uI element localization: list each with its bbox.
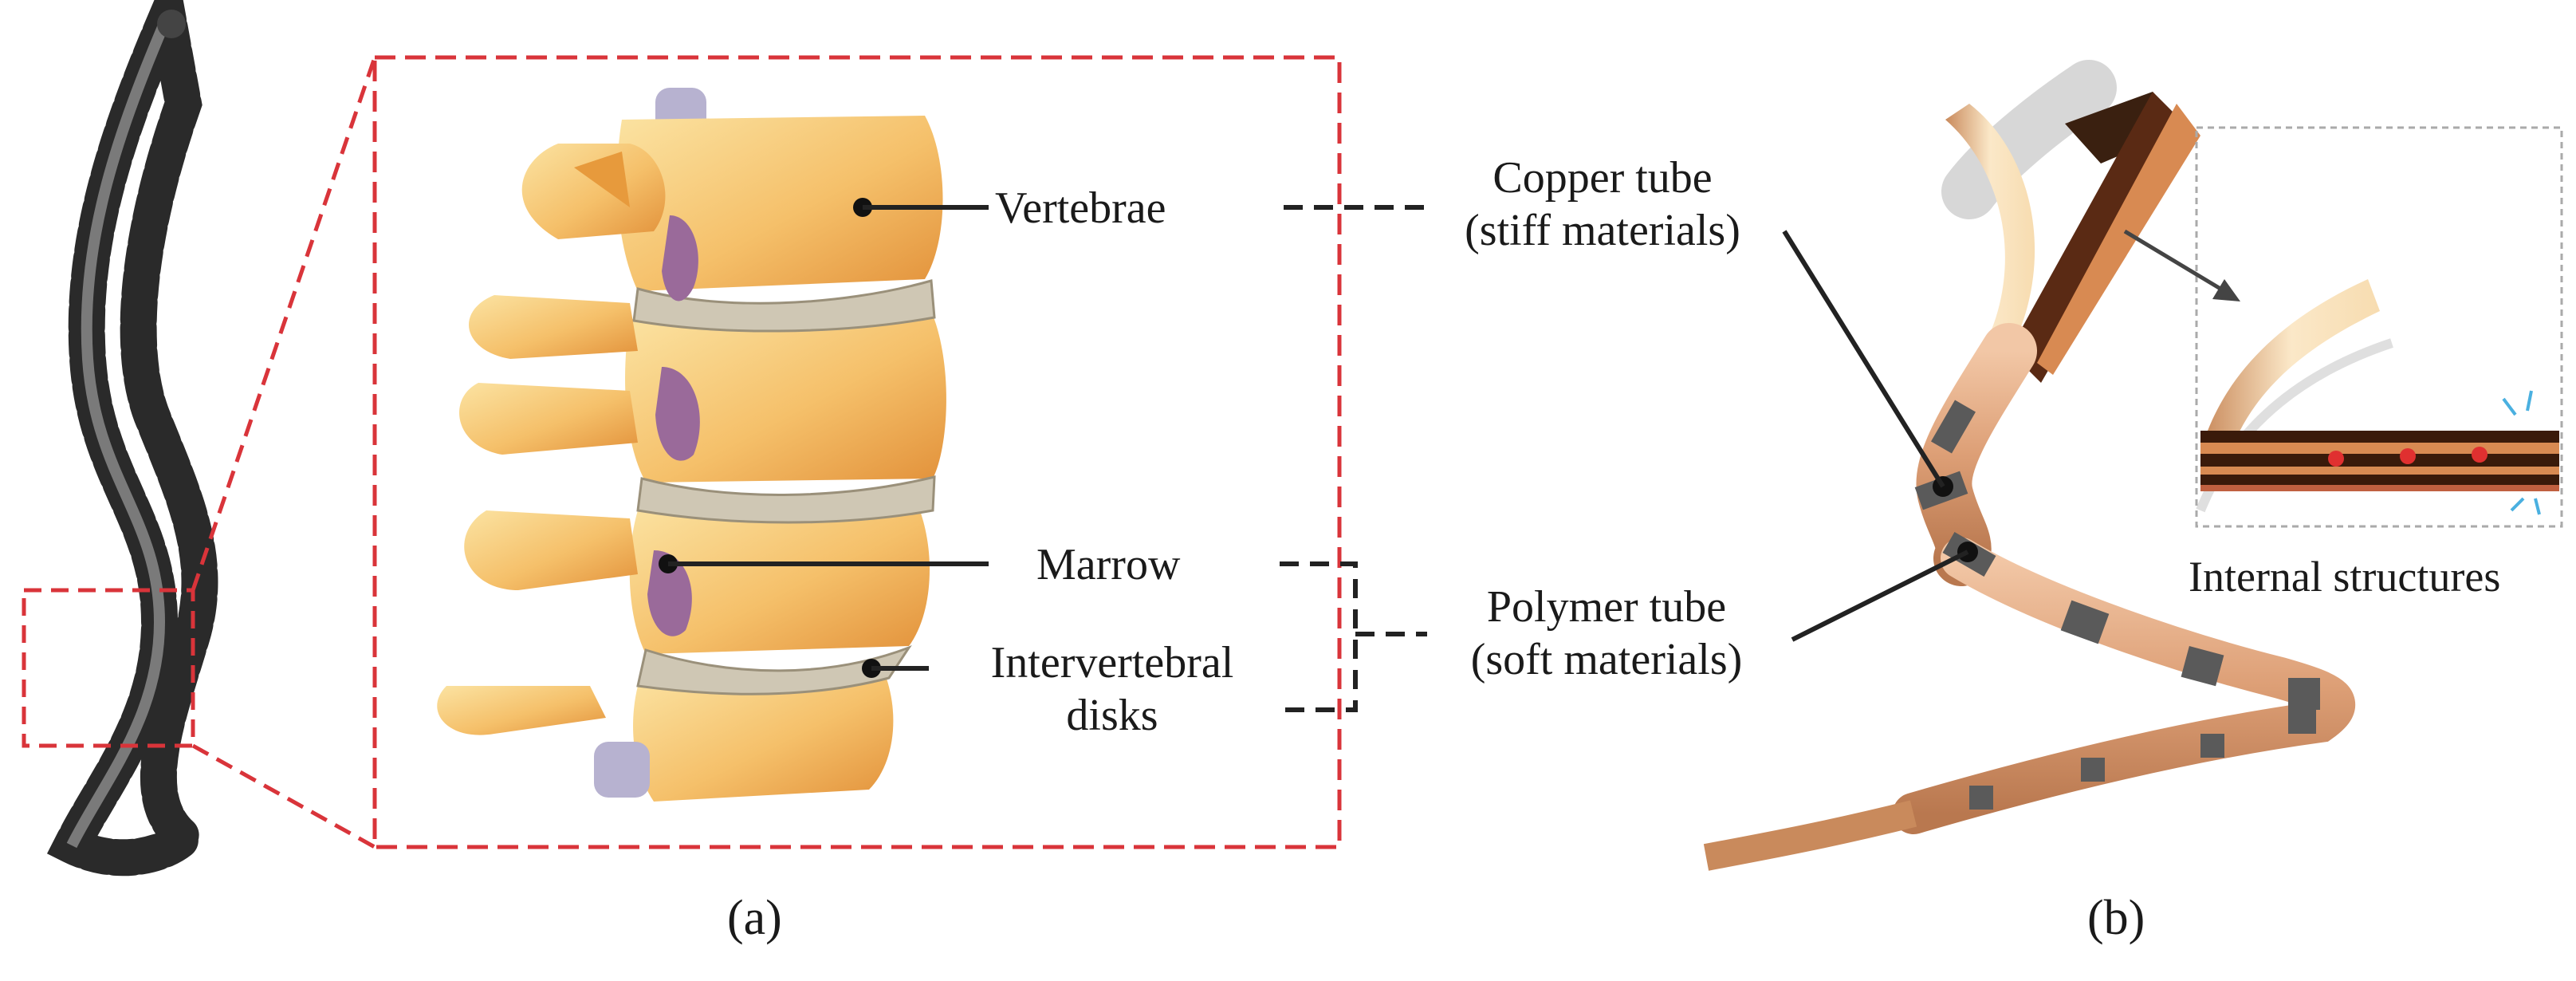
- label-polymer-line2: (soft materials): [1470, 635, 1743, 684]
- label-copper-line2: (stiff materials): [1465, 206, 1740, 255]
- vertebral-column-illustration: [437, 88, 946, 802]
- leader-copper: [1782, 230, 1945, 488]
- label-polymer-tube: Polymer tube (soft materials): [1427, 581, 1786, 686]
- label-polymer-line1: Polymer tube: [1486, 582, 1727, 632]
- caption-a: (a): [727, 891, 782, 945]
- label-vertebrae: Vertebrae: [995, 183, 1166, 233]
- internal-structures-illustration: [2196, 279, 2559, 515]
- inset-arrow-line: [2123, 229, 2226, 294]
- link-marrow-disks-polymer: [1280, 561, 1427, 712]
- leader-polymer: [1791, 550, 1969, 642]
- inset-arrowhead: [2212, 279, 2240, 301]
- caption-b: (b): [2087, 891, 2145, 945]
- label-copper-line1: Copper tube: [1493, 153, 1713, 203]
- internal-structures-box: [2195, 126, 2563, 528]
- spine-illustration: [47, 0, 218, 877]
- zoom-connector-top: [191, 57, 377, 591]
- label-copper-tube: Copper tube (stiff materials): [1427, 152, 1778, 257]
- label-intervertebral-line1: Intervertebral: [990, 638, 1234, 687]
- label-intervertebral-line2: disks: [1066, 691, 1158, 740]
- label-internal-structures: Internal structures: [2189, 553, 2501, 601]
- label-intervertebral-disks: Intervertebral disks: [937, 636, 1288, 742]
- label-marrow: Marrow: [1036, 540, 1181, 589]
- zoom-connector-bottom: [191, 743, 376, 849]
- spine-selection-box: [22, 588, 195, 748]
